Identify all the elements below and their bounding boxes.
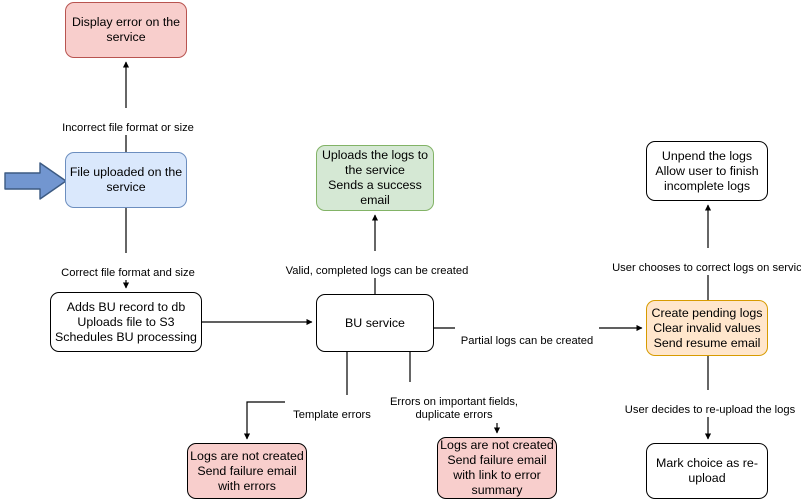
node-mark-choice-reupload[interactable]: Mark choice as re- upload [646, 443, 768, 499]
edge-label-errors-important-fields-text: Errors on important fields, duplicate er… [389, 395, 519, 422]
node-logs-not-created-template[interactable]: Logs are not created Send failure email … [187, 443, 307, 499]
node-bu-service[interactable]: BU service [316, 294, 434, 352]
edge-label-valid-completed: Valid, completed logs can be created [275, 251, 479, 278]
edge-label-template-errors-text: Template errors [293, 408, 371, 421]
node-display-error[interactable]: Display error on the service [65, 2, 187, 58]
edge-label-correct-file: Correct file format and size [26, 253, 230, 280]
edge-label-user-reupload-text: User decides to re-upload the logs [624, 403, 796, 416]
node-logs-not-created-summary-label: Logs are not created Send failure email … [440, 438, 554, 497]
node-create-pending-logs[interactable]: Create pending logs Clear invalid values… [646, 300, 768, 356]
edge-label-errors-important-fields: Errors on important fields, duplicate er… [382, 382, 526, 423]
edge-label-user-corrects: User chooses to correct logs on service [603, 248, 801, 275]
node-file-uploaded[interactable]: File uploaded on the service [65, 152, 187, 208]
node-mark-choice-reupload-label: Mark choice as re- upload [656, 456, 758, 485]
edge-label-template-errors: Template errors [285, 395, 379, 422]
node-create-pending-logs-label: Create pending logs Clear invalid values… [651, 305, 763, 350]
node-uploads-logs-success-label: Uploads the logs to the service Sends a … [321, 148, 429, 207]
node-uploads-logs-success[interactable]: Uploads the logs to the service Sends a … [316, 145, 434, 211]
edge-label-correct-file-text: Correct file format and size [61, 266, 195, 279]
node-unpend-logs[interactable]: Unpend the logs Allow user to finish inc… [646, 141, 768, 201]
edge-label-partial-logs: Partial logs can be created [455, 321, 599, 348]
edge-label-incorrect-file-text: Incorrect file format or size [62, 121, 194, 134]
node-adds-bu-record[interactable]: Adds BU record to db Uploads file to S3 … [50, 292, 202, 352]
edge-label-user-reupload: User decides to re-upload the logs [613, 390, 801, 417]
edge-label-user-corrects-text: User chooses to correct logs on service [612, 261, 801, 274]
edge-label-partial-logs-text: Partial logs can be created [460, 334, 594, 347]
node-display-error-label: Display error on the service [71, 15, 181, 44]
node-adds-bu-record-label: Adds BU record to db Uploads file to S3 … [55, 299, 197, 344]
edge-label-incorrect-file: Incorrect file format or size [26, 108, 230, 135]
node-bu-service-label: BU service [345, 315, 405, 330]
node-logs-not-created-summary[interactable]: Logs are not created Send failure email … [437, 437, 557, 499]
node-file-uploaded-label: File uploaded on the service [69, 165, 183, 194]
inbound-block-arrow-icon [4, 162, 67, 200]
node-logs-not-created-template-label: Logs are not created Send failure email … [190, 448, 304, 493]
node-unpend-logs-label: Unpend the logs Allow user to finish inc… [655, 148, 759, 193]
edge-label-valid-completed-text: Valid, completed logs can be created [285, 264, 469, 277]
